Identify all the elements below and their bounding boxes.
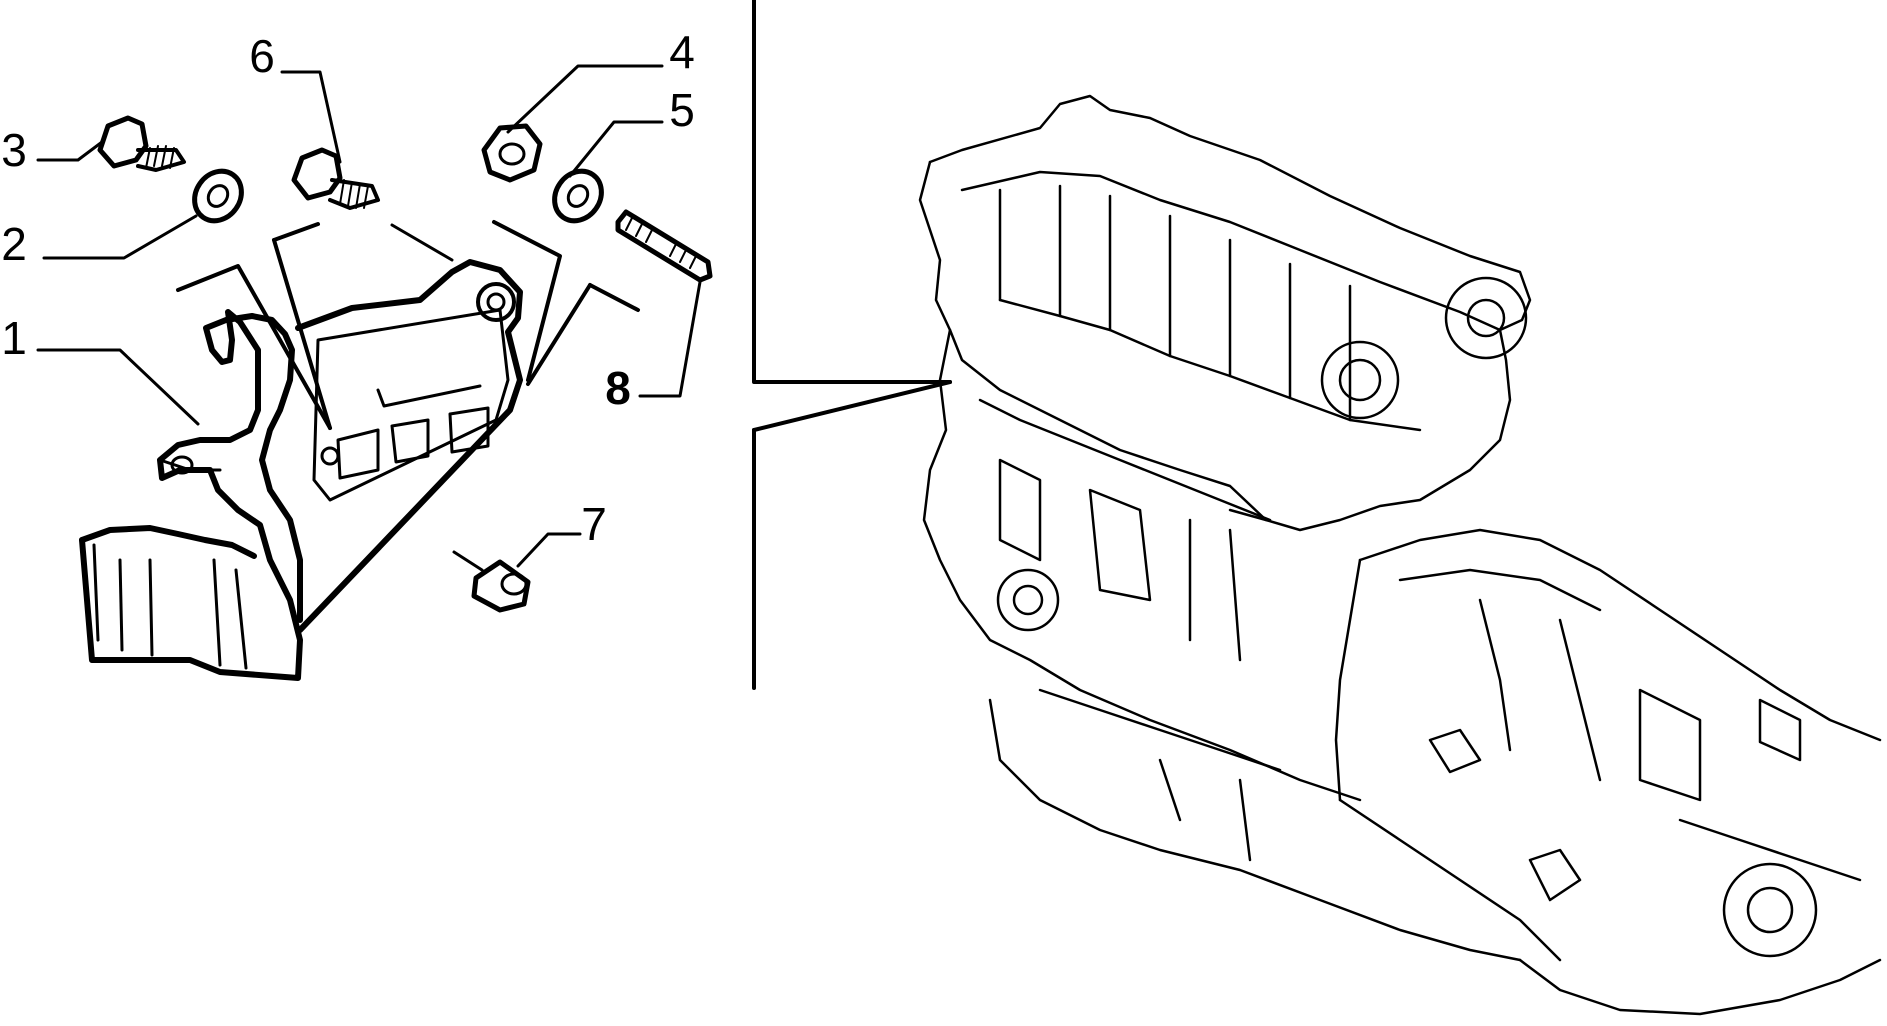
part-4-nut [481,123,543,183]
callout-label-3: 3 [1,124,27,176]
callout-label-8: 8 [605,362,631,414]
part-3-bolt [97,115,186,172]
part-1-mount-bracket [79,309,303,681]
engine-assembly-outline [918,94,1882,1016]
part-5-washer [552,168,604,224]
callout-label-2: 2 [1,218,27,270]
part-1-upper-plate [295,259,523,633]
callout-label-1: 1 [1,312,27,364]
assembly-leader-lines [176,220,640,572]
divider-bracket [752,0,952,690]
callout-leaders [36,64,702,568]
part-8-stud [615,209,713,283]
callout-label-7: 7 [581,498,607,550]
part-7-bushing [471,559,531,613]
part-6-bolt [291,147,380,210]
part-2-washer [192,168,244,224]
callout-label-5: 5 [669,84,695,136]
callout-label-6: 6 [249,30,275,82]
callout-label-4: 4 [669,26,695,78]
